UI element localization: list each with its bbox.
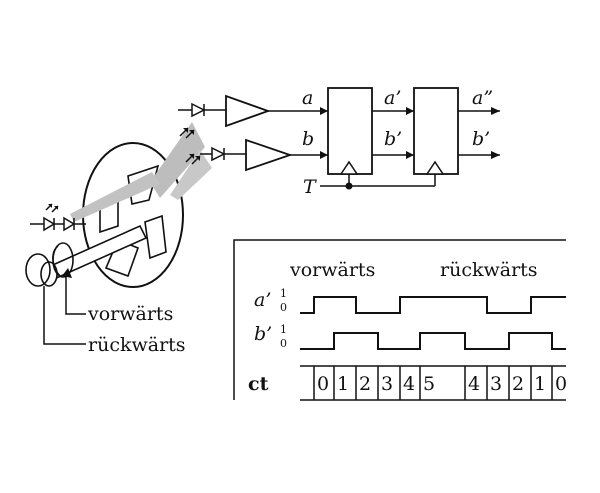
- flip-flop-2: [413, 87, 459, 175]
- row-label-b: b’: [254, 323, 272, 345]
- amplifier-a-icon: [225, 94, 271, 128]
- label-a: a: [302, 87, 313, 109]
- photodiode-icon: [43, 216, 56, 232]
- row-b-level-hi: 1: [280, 323, 287, 336]
- shaft-collar-back: [25, 253, 51, 287]
- ct-value: 0: [317, 373, 329, 395]
- label-a-prime: a’: [384, 87, 401, 109]
- label-a-double-prime: a”: [472, 87, 493, 109]
- row-b-level-lo: 0: [280, 337, 287, 350]
- ct-value: 3: [381, 373, 393, 395]
- ct-value: 2: [512, 373, 524, 395]
- flip-flop-1: [327, 87, 373, 175]
- label-b-prime: b’: [384, 128, 402, 150]
- ct-label: ct: [248, 373, 269, 395]
- timing-frame: [233, 239, 566, 400]
- label-b: b: [302, 128, 314, 150]
- led-icon: [63, 216, 76, 232]
- waveform-a: [300, 296, 566, 314]
- ct-value: 2: [359, 373, 371, 395]
- light-beam-lower: [70, 172, 160, 222]
- light-beam-upper: [150, 122, 205, 198]
- amplifier-b-icon: [245, 138, 293, 172]
- photodiode-b-icon: [211, 146, 226, 162]
- light-beam-right: [170, 150, 212, 200]
- leader-forward: [65, 276, 86, 315]
- ct-value: 3: [490, 373, 502, 395]
- leader-backward: [43, 286, 86, 345]
- waveform-b: [300, 332, 566, 350]
- ct-value: 5: [423, 373, 435, 395]
- label-backward: rückwärts: [88, 334, 186, 356]
- ct-value: 0: [555, 373, 567, 395]
- arrowhead-icon: [62, 268, 72, 278]
- ct-value: 1: [534, 373, 546, 395]
- ct-value: 1: [337, 373, 349, 395]
- ct-value: 4: [468, 373, 480, 395]
- timing-header-backward: rückwärts: [440, 259, 538, 281]
- junction-dot: [345, 182, 353, 190]
- row-a-level-lo: 0: [280, 301, 287, 314]
- photodiode-a-icon: [191, 102, 206, 118]
- label-b-double-prime-out: b’: [472, 128, 490, 150]
- row-a-level-hi: 1: [280, 287, 287, 300]
- row-label-a: a’: [254, 289, 271, 311]
- disc-slot: [144, 214, 167, 260]
- rotation-arrow-icon: [52, 245, 61, 277]
- label-clock: T: [303, 176, 317, 198]
- ct-value: 4: [403, 373, 415, 395]
- timing-header-forward: vorwärts: [289, 259, 375, 281]
- label-forward: vorwärts: [87, 303, 173, 325]
